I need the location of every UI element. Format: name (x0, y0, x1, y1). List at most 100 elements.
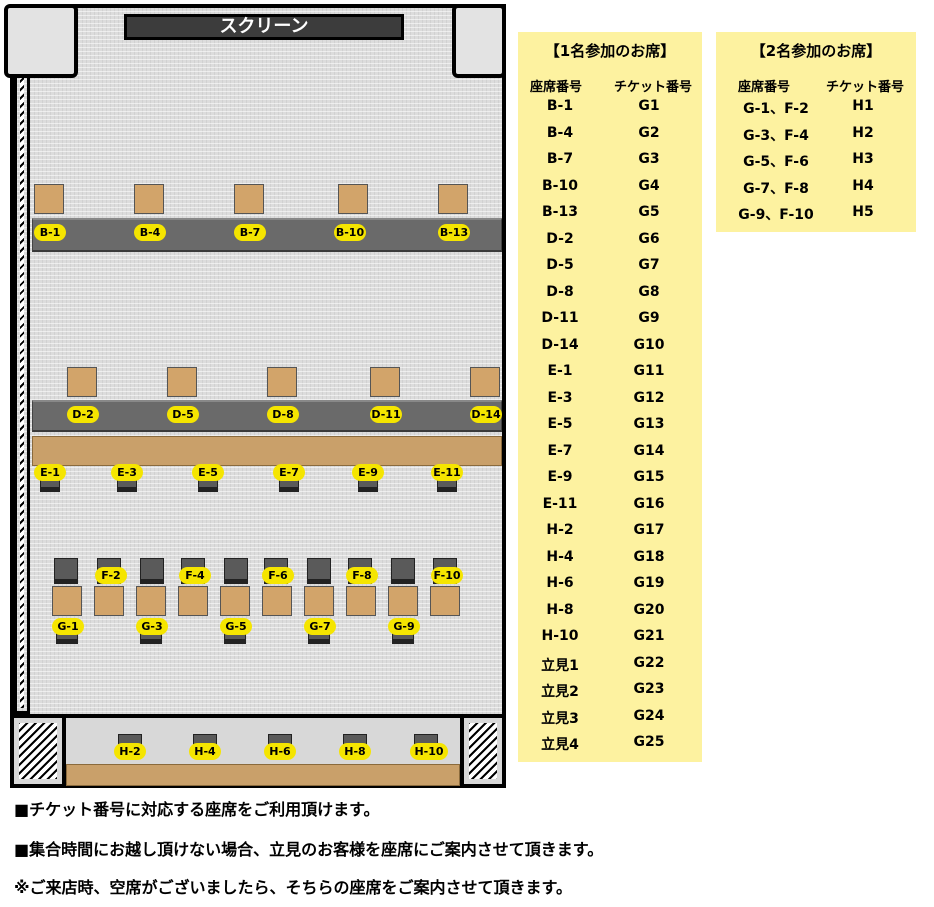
single-row-seat: B-7 (546, 151, 574, 167)
seat-h[interactable]: H-2 (114, 743, 146, 760)
seat-e[interactable]: E-1 (34, 464, 66, 481)
table-row-e (32, 436, 502, 466)
seat-d[interactable]: D-5 (167, 406, 199, 423)
seat-h[interactable]: H-8 (339, 743, 371, 760)
seat-e[interactable]: E-9 (352, 464, 384, 481)
single-row-seat: D-14 (541, 336, 579, 353)
seat-b[interactable]: B-7 (234, 224, 266, 241)
single-col-seat-header: 座席番号 (530, 80, 583, 95)
floor-plan (10, 4, 506, 788)
seat-e[interactable]: E-5 (192, 464, 224, 481)
seat-g[interactable]: G-1 (52, 618, 84, 635)
pair-col-seat-header: 座席番号 (738, 80, 791, 95)
single-row-ticket: G5 (638, 204, 660, 220)
hatched-block-left (10, 714, 66, 788)
note-2: ■集合時間にお越し頂けない場合、立見のお客様を座席にご案内させて頂きます。 (14, 840, 604, 859)
single-row-seat: E-5 (547, 416, 573, 432)
seat-box-fg (262, 586, 292, 616)
single-row-ticket: G10 (633, 336, 665, 353)
seat-box-d (470, 367, 500, 397)
seat-box-fg (430, 586, 460, 616)
single-row-seat: H-6 (546, 575, 574, 591)
seat-d[interactable]: D-2 (67, 406, 99, 423)
single-row-seat: B-10 (542, 177, 578, 194)
pair-row-seat: G-1、F-2 (743, 101, 809, 117)
seat-box-fg (52, 586, 82, 616)
seat-box-fg (388, 586, 418, 616)
seat-box-fg (220, 586, 250, 616)
seat-box-fg (346, 586, 376, 616)
single-row-seat: 立見4 (541, 737, 579, 753)
stool-f (391, 558, 415, 584)
stool-f (224, 558, 248, 584)
single-row-ticket: G22 (633, 654, 665, 671)
pair-row-seat: G-5、F-6 (743, 154, 809, 170)
note-3: ※ご来店時、空席がございましたら、そちらの座席をご案内させて頂きます。 (14, 878, 572, 897)
single-row-seat: E-3 (547, 389, 573, 406)
single-row-seat: B-4 (546, 124, 574, 141)
note-1: ■チケット番号に対応する座席をご利用頂けます。 (14, 800, 380, 819)
single-row-ticket: G20 (633, 601, 665, 618)
seat-e[interactable]: E-11 (431, 464, 463, 481)
seat-g[interactable]: G-7 (304, 618, 336, 635)
seat-b[interactable]: B-13 (438, 224, 470, 241)
pair-table-title: 【2名参加のお席】 (750, 42, 882, 60)
seat-box-d (67, 367, 97, 397)
pair-row-ticket: H3 (852, 151, 874, 167)
seat-f[interactable]: F-8 (346, 567, 378, 584)
seat-e[interactable]: E-7 (273, 464, 305, 481)
pair-row-ticket: H1 (852, 98, 874, 114)
seat-box-b (134, 184, 164, 214)
seat-b[interactable]: B-10 (334, 224, 366, 241)
single-row-seat: E-9 (547, 469, 573, 485)
seat-h[interactable]: H-4 (189, 743, 221, 760)
seat-h[interactable]: H-6 (264, 743, 296, 760)
seat-d[interactable]: D-14 (470, 406, 502, 423)
seat-d[interactable]: D-8 (267, 406, 299, 423)
single-row-seat: H-4 (546, 548, 574, 565)
seat-box-b (438, 184, 468, 214)
seat-f[interactable]: F-4 (179, 567, 211, 584)
seat-f[interactable]: F-2 (95, 567, 127, 584)
single-row-ticket: G12 (633, 389, 665, 406)
pair-row-seat: G-3、F-4 (743, 127, 809, 144)
single-row-ticket: G19 (633, 575, 665, 591)
single-row-ticket: G4 (638, 177, 660, 194)
single-row-seat: H-10 (541, 628, 579, 644)
single-row-seat: B-13 (542, 204, 578, 220)
stool-f (307, 558, 331, 584)
seat-g[interactable]: G-5 (220, 618, 252, 635)
seat-e[interactable]: E-3 (111, 464, 143, 481)
screen: スクリーン (124, 14, 404, 40)
pair-row-seat: G-9、F-10 (738, 207, 814, 223)
single-row-ticket: G15 (633, 469, 665, 485)
single-row-seat: E-11 (542, 495, 578, 512)
seat-f[interactable]: F-6 (262, 567, 294, 584)
single-row-seat: D-2 (546, 230, 574, 247)
pair-row-ticket: H4 (852, 177, 874, 194)
seat-d[interactable]: D-11 (370, 406, 402, 423)
single-row-ticket: G11 (633, 363, 665, 379)
single-row-seat: D-5 (546, 257, 574, 273)
hatched-block-right (460, 714, 506, 788)
seat-box-fg (178, 586, 208, 616)
seat-b[interactable]: B-1 (34, 224, 66, 241)
single-row-ticket: G7 (638, 257, 660, 273)
table-row-h (66, 764, 460, 786)
seat-f[interactable]: F-10 (431, 567, 463, 584)
seat-g[interactable]: G-3 (136, 618, 168, 635)
single-row-seat: 立見1 (541, 657, 579, 674)
seat-h[interactable]: H-10 (410, 743, 448, 760)
seat-box-b (234, 184, 264, 214)
seat-box-b (34, 184, 64, 214)
seat-g[interactable]: G-9 (388, 618, 420, 635)
single-row-seat: B-1 (546, 98, 574, 114)
pair-row-seat: G-7、F-8 (743, 180, 809, 197)
single-row-seat: 立見2 (541, 684, 579, 700)
seat-b[interactable]: B-4 (134, 224, 166, 241)
single-row-ticket: G25 (633, 734, 665, 750)
single-row-ticket: G16 (633, 495, 665, 512)
seat-box-fg (94, 586, 124, 616)
single-row-ticket: G9 (638, 310, 660, 326)
